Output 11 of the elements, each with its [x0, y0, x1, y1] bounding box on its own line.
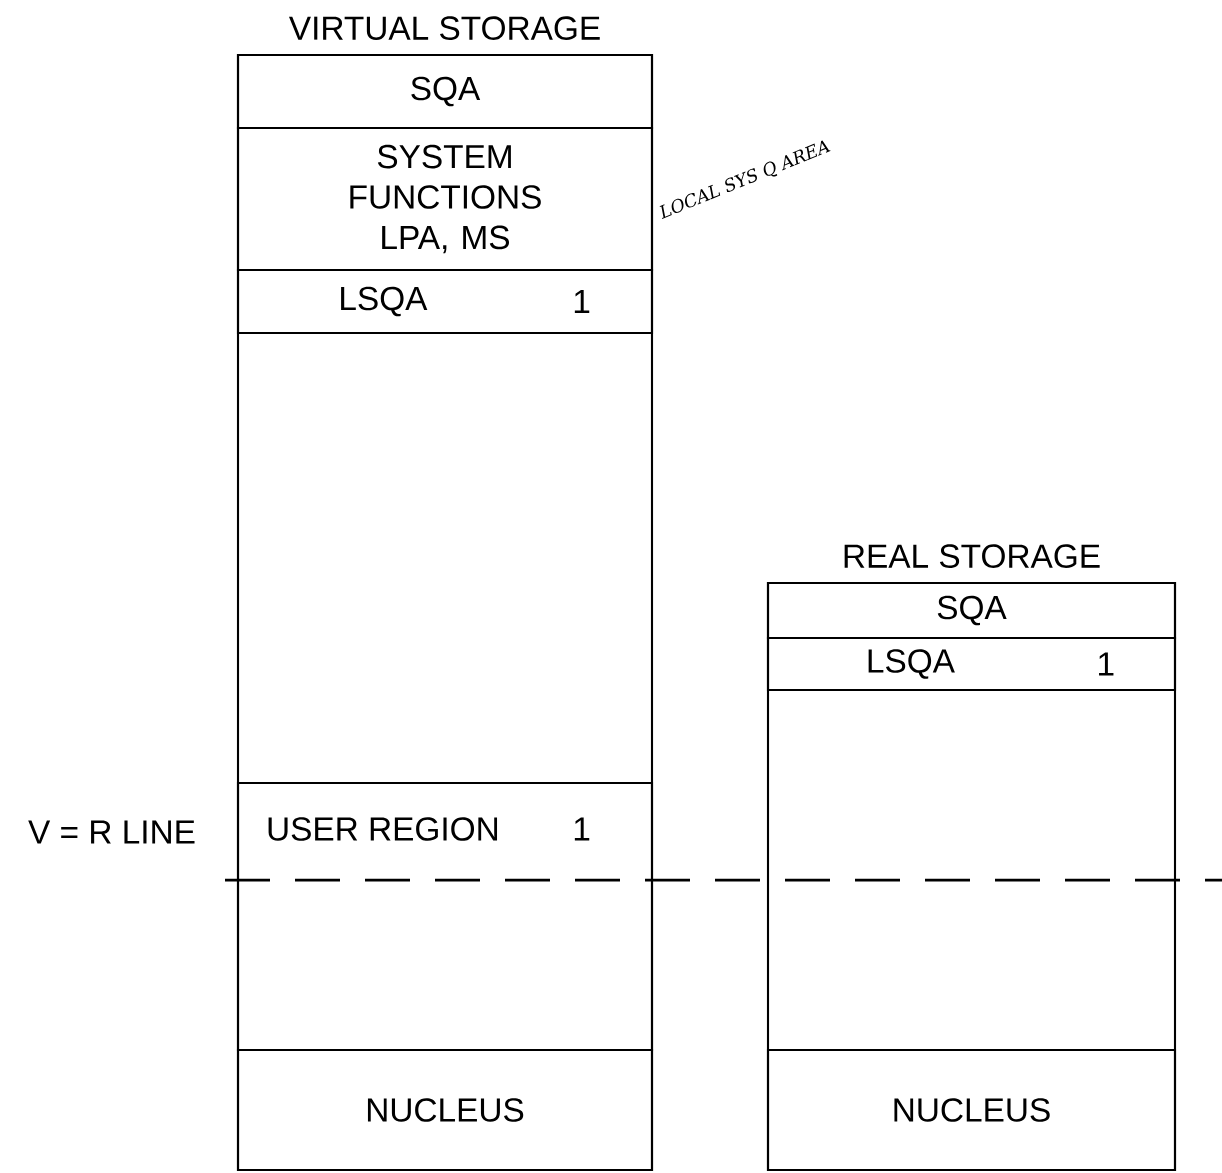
- memory-area-box: SYSTEM FUNCTIONS LPA, MS: [236, 126, 654, 272]
- memory-area-box: NUCLEUS: [236, 1048, 654, 1172]
- node-label: REAL STORAGE: [844, 544, 1100, 568]
- memory-area-box: USER REGION 1: [236, 781, 654, 1052]
- node-label: VIRTUAL STORAGE: [288, 16, 600, 40]
- memory-area-box: LSQA 1: [766, 636, 1177, 692]
- memory-area-box: SQA: [236, 53, 654, 130]
- memory-area-box: LSQA 1: [236, 268, 654, 335]
- side-label: V = R LINE: [28, 820, 195, 844]
- memory-area-box: NUCLEUS: [766, 1048, 1177, 1172]
- memory-area-box: SQA: [766, 581, 1177, 640]
